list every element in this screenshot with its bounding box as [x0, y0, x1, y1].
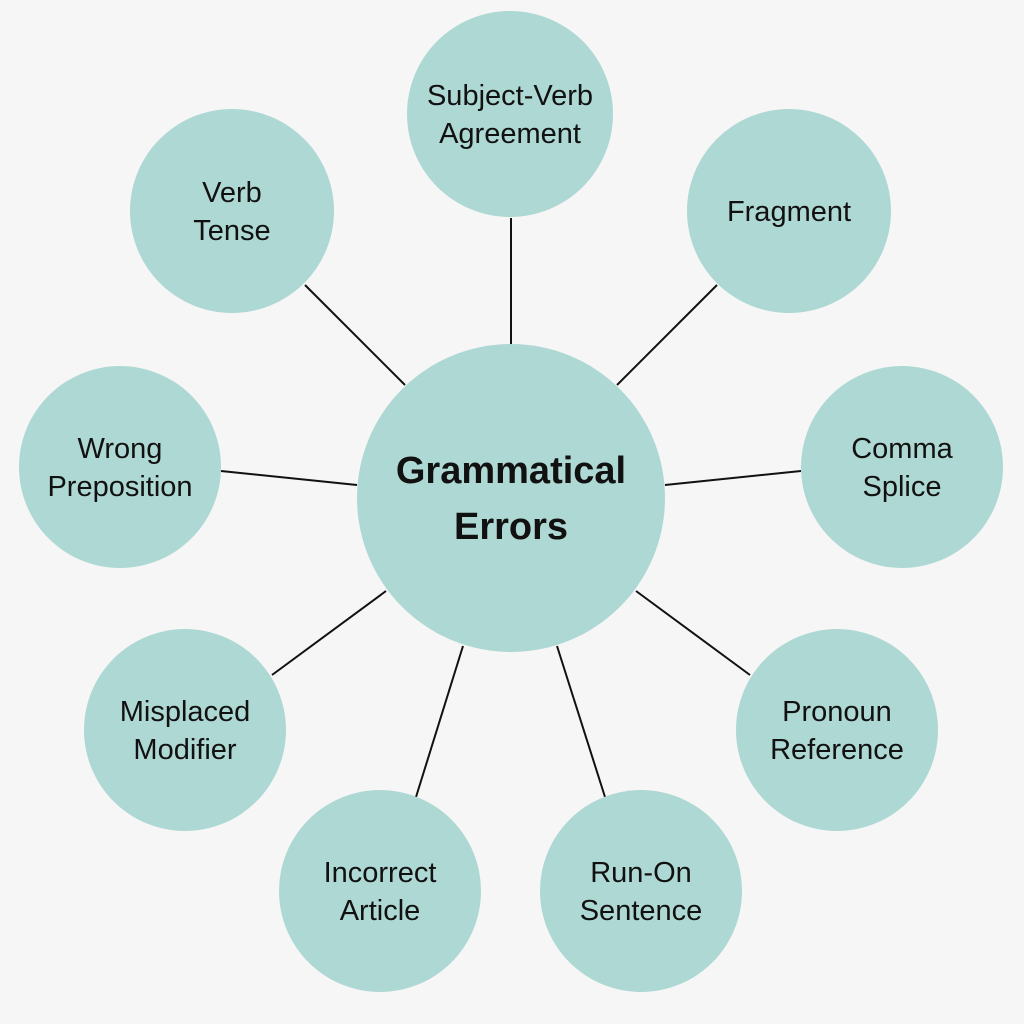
- connector-fragment: [616, 284, 718, 386]
- node-fragment: Fragment: [687, 109, 891, 313]
- node-circle-fragment: [687, 109, 891, 313]
- node-circle-misplaced-modifier: [84, 629, 286, 831]
- node-label-verb-tense-line-2: Tense: [193, 215, 270, 247]
- connector-run-on-sentence: [556, 645, 606, 798]
- node-label-misplaced-modifier-line-1: Misplaced: [120, 696, 251, 728]
- center-label-line-2: Errors: [454, 506, 568, 548]
- node-label-comma-splice-line-2: Splice: [863, 471, 942, 503]
- node-label-fragment-line-1: Fragment: [727, 196, 851, 228]
- connector-lines: [220, 218, 802, 798]
- node-circle-pronoun-reference: [736, 629, 938, 831]
- connector-incorrect-article: [415, 645, 464, 798]
- node-label-comma-splice-line-1: Comma: [851, 433, 953, 465]
- node-label-run-on-sentence-line-2: Sentence: [580, 895, 703, 927]
- connector-comma-splice: [664, 470, 802, 486]
- center-circle: [357, 344, 665, 652]
- connector-wrong-preposition: [220, 470, 358, 486]
- node-label-incorrect-article-line-1: Incorrect: [324, 857, 437, 889]
- node-circle-comma-splice: [801, 366, 1003, 568]
- connector-pronoun-reference: [635, 590, 751, 676]
- node-label-run-on-sentence-line-1: Run-On: [590, 857, 692, 889]
- node-label-wrong-preposition-line-2: Preposition: [47, 471, 192, 503]
- node-label-subject-verb-agreement-line-2: Agreement: [439, 118, 581, 150]
- node-label-misplaced-modifier-line-2: Modifier: [133, 734, 236, 766]
- node-label-wrong-preposition-line-1: Wrong: [78, 433, 163, 465]
- node-label-verb-tense-line-1: Verb: [202, 177, 262, 209]
- node-label-subject-verb-agreement-line-1: Subject-Verb: [427, 80, 593, 112]
- satellite-nodes: Subject-VerbAgreementFragmentCommaSplice…: [19, 11, 1003, 992]
- center-label-line-1: Grammatical: [396, 450, 626, 492]
- node-circle-wrong-preposition: [19, 366, 221, 568]
- node-circle-verb-tense: [130, 109, 334, 313]
- connector-misplaced-modifier: [271, 590, 387, 676]
- node-label-pronoun-reference-line-2: Reference: [770, 734, 904, 766]
- node-circle-incorrect-article: [279, 790, 481, 992]
- node-label-pronoun-reference-line-1: Pronoun: [782, 696, 892, 728]
- node-circle-subject-verb-agreement: [407, 11, 613, 217]
- node-label-incorrect-article-line-2: Article: [340, 895, 421, 927]
- connector-verb-tense: [304, 284, 406, 386]
- node-circle-run-on-sentence: [540, 790, 742, 992]
